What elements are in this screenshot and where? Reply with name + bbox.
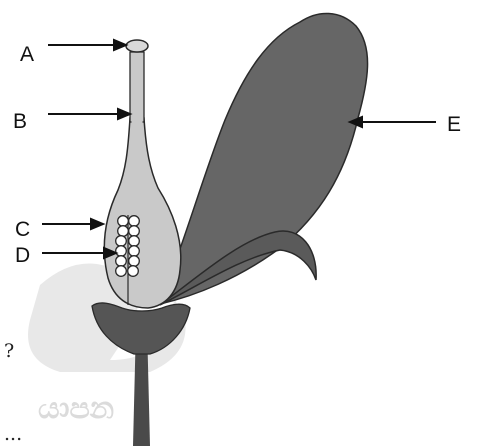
arrow-b-head	[118, 109, 130, 119]
question-mark-fragment: ?	[4, 340, 14, 362]
ovule	[116, 256, 127, 267]
arrow-c-head	[91, 219, 103, 229]
label-c: C	[15, 218, 30, 241]
arrow-a-head	[114, 40, 126, 50]
ovule	[129, 246, 140, 257]
ovule	[118, 226, 129, 237]
label-d: D	[15, 244, 30, 267]
ovule	[129, 256, 140, 267]
ovule	[116, 266, 127, 277]
label-b: B	[13, 110, 27, 133]
watermark-text: යාපන	[38, 391, 114, 426]
petal	[160, 13, 368, 304]
ovule	[129, 226, 140, 237]
ovule	[118, 216, 129, 227]
ovule	[129, 216, 140, 227]
ovule	[116, 246, 127, 257]
label-e: E	[447, 113, 461, 136]
ovule	[128, 266, 139, 277]
label-a: A	[20, 43, 34, 66]
ovary	[104, 118, 180, 308]
pistil	[104, 40, 180, 308]
ovule	[116, 236, 127, 247]
style-cover	[132, 60, 143, 130]
ellipsis-fragment: ...	[4, 423, 22, 445]
ovule	[129, 236, 140, 247]
stigma	[126, 40, 148, 52]
